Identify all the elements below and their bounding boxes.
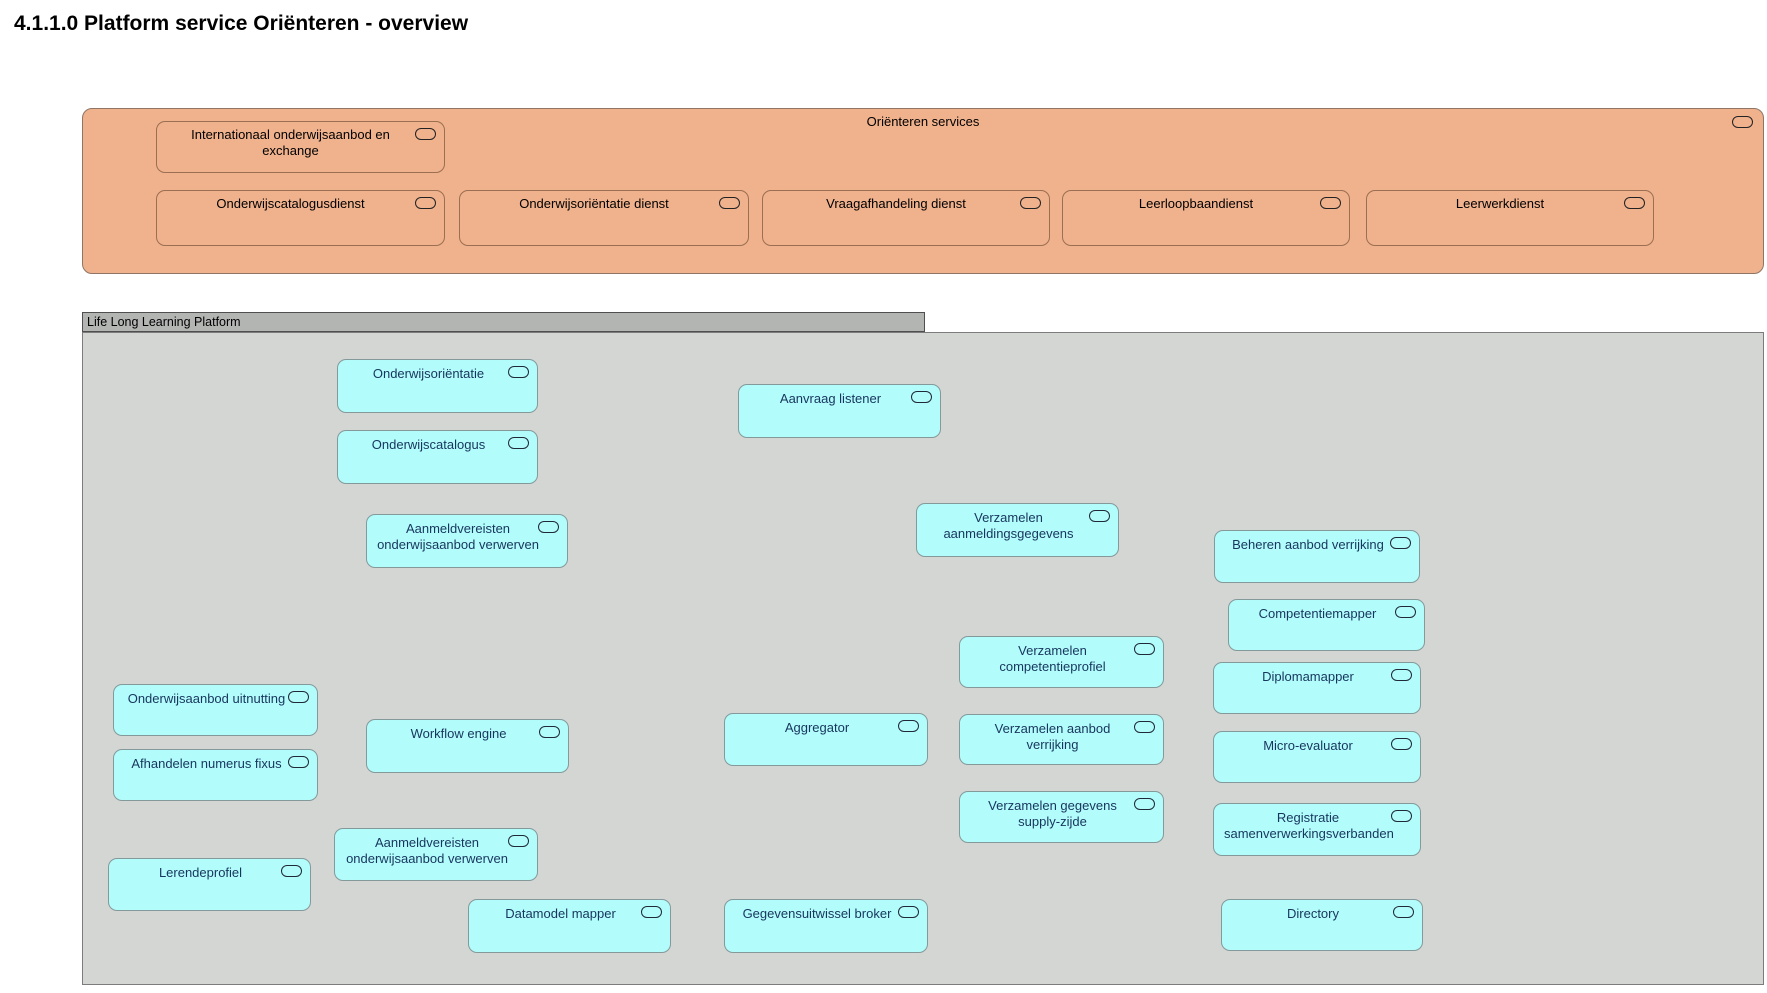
application-service-icon (1089, 510, 1110, 522)
component-label: Beheren aanbod verrijking (1232, 537, 1384, 552)
component-label: Verzamelen competentieprofiel (999, 643, 1106, 674)
comp-registratie-samenverwerkingsverbanden[interactable]: Registratie samenverwerkingsverbanden (1213, 803, 1421, 856)
comp-aanmeldvereisten-onderwijsaanbod-verwerven-2[interactable]: Aanmeldvereisten onderwijsaanbod verwerv… (334, 828, 538, 881)
group-platform-body: Onderwijsoriëntatie Onderwijscatalogus A… (82, 332, 1764, 985)
svc-leerloopbaandienst[interactable]: Leerloopbaandienst (1062, 190, 1350, 246)
application-service-icon (1395, 606, 1416, 618)
group-life-long-learning-platform[interactable]: Life Long Learning Platform Onderwijsori… (82, 312, 1764, 985)
service-label: Vraagafhandeling dienst (826, 196, 966, 211)
application-service-icon (288, 691, 309, 703)
group-orienteren-services-title: Oriënteren services (866, 114, 980, 129)
application-service-icon (288, 756, 309, 768)
group-platform-title: Life Long Learning Platform (87, 315, 241, 329)
application-service-icon (1134, 798, 1155, 810)
application-service-icon (898, 720, 919, 732)
application-service-icon (719, 197, 740, 209)
component-label: Lerendeprofiel (158, 865, 243, 880)
component-label: Workflow engine (410, 726, 507, 741)
comp-afhandelen-numerus-fixus[interactable]: Afhandelen numerus fixus (113, 749, 318, 801)
comp-onderwijsaanbod-uitnutting[interactable]: Onderwijsaanbod uitnutting (113, 684, 318, 736)
application-service-icon (1391, 669, 1412, 681)
svc-onderwijscatalogusdienst[interactable]: Onderwijscatalogusdienst (156, 190, 445, 246)
comp-verzamelen-aanbod-verrijking[interactable]: Verzamelen aanbod verrijking (959, 714, 1164, 765)
comp-directory[interactable]: Directory (1221, 899, 1423, 951)
component-label: Competentiemapper (1258, 606, 1377, 621)
comp-workflow-engine[interactable]: Workflow engine (366, 719, 569, 773)
service-label: Onderwijsoriëntatie dienst (519, 196, 669, 211)
comp-onderwijsorientatie[interactable]: Onderwijsoriëntatie (337, 359, 538, 413)
application-service-icon (1320, 197, 1341, 209)
comp-aanvraag-listener[interactable]: Aanvraag listener (738, 384, 941, 438)
service-label: Leerloopbaandienst (1138, 196, 1254, 211)
service-label: Onderwijscatalogusdienst (216, 196, 365, 211)
application-service-icon (1391, 738, 1412, 750)
application-service-icon (1393, 906, 1414, 918)
comp-onderwijscatalogus[interactable]: Onderwijscatalogus (337, 430, 538, 484)
application-service-icon (1732, 116, 1753, 128)
application-service-icon (1390, 537, 1411, 549)
application-service-icon (508, 835, 529, 847)
svc-onderwijsorientatie-dienst[interactable]: Onderwijsoriëntatie dienst (459, 190, 749, 246)
service-label: Leerwerkdienst (1455, 196, 1545, 211)
group-platform-tab: Life Long Learning Platform (82, 312, 925, 332)
application-service-icon (911, 391, 932, 403)
application-service-icon (1134, 721, 1155, 733)
component-label: Aanmeldvereisten onderwijsaanbod verwerv… (377, 521, 539, 552)
service-label: Internationaal onderwijsaanbod en exchan… (191, 127, 390, 158)
component-label: Micro-evaluator (1263, 738, 1353, 753)
component-label: Verzamelen gegevens supply-zijde (988, 798, 1117, 829)
comp-lerendeprofiel[interactable]: Lerendeprofiel (108, 858, 311, 911)
component-label: Onderwijsaanbod uitnutting (127, 691, 286, 706)
group-orienteren-services[interactable]: Oriënteren services Internationaal onder… (82, 108, 1764, 274)
component-label: Registratie samenverwerkingsverbanden (1224, 810, 1394, 841)
application-service-icon (1020, 197, 1041, 209)
comp-aanmeldvereisten-onderwijsaanbod-verwerven-1[interactable]: Aanmeldvereisten onderwijsaanbod verwerv… (366, 514, 568, 568)
application-service-icon (1391, 810, 1412, 822)
comp-competentiemapper[interactable]: Competentiemapper (1228, 599, 1425, 651)
svc-leerwerkdienst[interactable]: Leerwerkdienst (1366, 190, 1654, 246)
component-label: Verzamelen aanmeldingsgegevens (943, 510, 1074, 541)
svc-vraagafhandeling-dienst[interactable]: Vraagafhandeling dienst (762, 190, 1050, 246)
comp-micro-evaluator[interactable]: Micro-evaluator (1213, 731, 1421, 783)
application-service-icon (539, 726, 560, 738)
component-label: Aanvraag listener (779, 391, 882, 406)
comp-gegevensuitwissel-broker[interactable]: Gegevensuitwissel broker (724, 899, 928, 953)
comp-beheren-aanbod-verrijking[interactable]: Beheren aanbod verrijking (1214, 530, 1420, 583)
application-service-icon (1134, 643, 1155, 655)
component-label: Onderwijsoriëntatie (372, 366, 485, 381)
component-label: Verzamelen aanbod verrijking (994, 721, 1111, 752)
comp-verzamelen-gegevens-supply-zijde[interactable]: Verzamelen gegevens supply-zijde (959, 791, 1164, 843)
component-label: Diplomamapper (1262, 669, 1354, 684)
application-service-icon (898, 906, 919, 918)
component-label: Aggregator (784, 720, 850, 735)
component-label: Directory (1286, 906, 1339, 921)
application-service-icon (538, 521, 559, 533)
component-label: Onderwijscatalogus (371, 437, 486, 452)
comp-verzamelen-competentieprofiel[interactable]: Verzamelen competentieprofiel (959, 636, 1164, 688)
svc-internationaal-onderwijsaanbod-en-exchange[interactable]: Internationaal onderwijsaanbod en exchan… (156, 121, 445, 173)
comp-verzamelen-aanmeldingsgegevens[interactable]: Verzamelen aanmeldingsgegevens (916, 503, 1119, 557)
application-service-icon (641, 906, 662, 918)
application-service-icon (508, 366, 529, 378)
component-label: Gegevensuitwissel broker (742, 906, 892, 921)
component-label: Aanmeldvereisten onderwijsaanbod verwerv… (346, 835, 508, 866)
comp-aggregator[interactable]: Aggregator (724, 713, 928, 766)
application-service-icon (281, 865, 302, 877)
page-title: 4.1.1.0 Platform service Oriënteren - ov… (14, 12, 469, 35)
component-label: Afhandelen numerus fixus (131, 756, 282, 771)
application-service-icon (1624, 197, 1645, 209)
application-service-icon (415, 128, 436, 140)
component-label: Datamodel mapper (505, 906, 616, 921)
comp-diplomamapper[interactable]: Diplomamapper (1213, 662, 1421, 714)
comp-datamodel-mapper[interactable]: Datamodel mapper (468, 899, 671, 953)
application-service-icon (415, 197, 436, 209)
application-service-icon (508, 437, 529, 449)
